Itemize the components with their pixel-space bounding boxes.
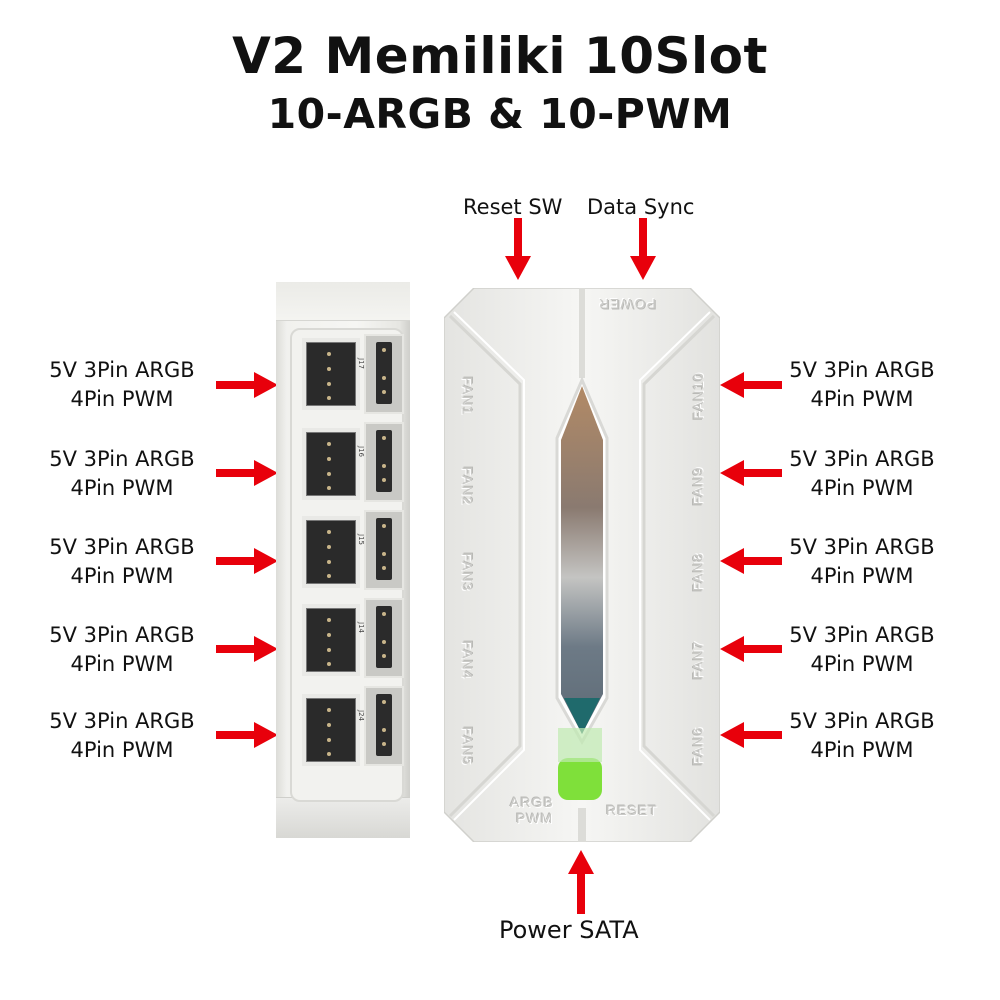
connector-label: J17	[357, 358, 365, 369]
fan-label-right: FAN9	[689, 466, 706, 506]
callout-right-4: 5V 3Pin ARGB 4Pin PWM	[762, 621, 962, 679]
callout-line-1: 5V 3Pin ARGB	[789, 623, 935, 647]
arrow-left-icon	[720, 636, 782, 662]
fan-label-right: FAN6	[689, 726, 706, 766]
callout-line-2: 4Pin PWM	[70, 652, 174, 676]
callout-line-2: 4Pin PWM	[810, 564, 914, 588]
callout-left-1: 5V 3Pin ARGB 4Pin PWM	[22, 356, 222, 414]
fan-port-4pin	[302, 338, 360, 410]
callout-line-1: 5V 3Pin ARGB	[789, 447, 935, 471]
hub-front-view: POWER FAN1 FAN2 FAN3 FAN4 FAN5 FAN10 FAN…	[444, 288, 720, 842]
argb-port-3pin: J14	[357, 598, 404, 678]
callout-line-2: 4Pin PWM	[810, 738, 914, 762]
argb-port-3pin: J24	[357, 686, 404, 766]
fan-label-right: FAN7	[689, 640, 706, 680]
fan-port-4pin	[302, 516, 360, 588]
arrow-left-icon	[720, 548, 782, 574]
arrow-right-icon	[216, 722, 278, 748]
fan-label-left: FAN3	[459, 552, 476, 592]
callout-right-5: 5V 3Pin ARGB 4Pin PWM	[762, 707, 962, 765]
connector-label: J14	[357, 622, 365, 633]
pwm-label: PWM	[516, 810, 554, 826]
data-sync-label: Data Sync	[587, 195, 695, 219]
side-bottom-cap	[276, 797, 410, 838]
arrow-right-icon	[216, 636, 278, 662]
title-line-2: 10-ARGB & 10-PWM	[267, 90, 733, 138]
argb-port-3pin: J15	[357, 510, 404, 590]
callout-left-2: 5V 3Pin ARGB 4Pin PWM	[22, 445, 222, 503]
connector-label: J24	[357, 710, 365, 721]
fan-label-left: FAN5	[459, 726, 476, 766]
power-sata-label: Power SATA	[499, 916, 639, 944]
hub-side-view: J17 J16 J15 J14 J24	[276, 282, 410, 838]
power-label: POWER	[598, 296, 656, 312]
callout-line-1: 5V 3Pin ARGB	[49, 535, 195, 559]
fan-label-left: FAN4	[459, 640, 476, 680]
fan-port-4pin	[302, 694, 360, 766]
callout-line-1: 5V 3Pin ARGB	[49, 623, 195, 647]
callout-right-2: 5V 3Pin ARGB 4Pin PWM	[762, 445, 962, 503]
side-top-cap	[276, 282, 410, 321]
callout-right-1: 5V 3Pin ARGB 4Pin PWM	[762, 356, 962, 414]
port-frame: J17 J16 J15 J14 J24	[290, 328, 404, 802]
hub-front-shape	[444, 288, 720, 842]
connector-label: J16	[357, 446, 365, 457]
callout-line-2: 4Pin PWM	[810, 652, 914, 676]
callout-right-3: 5V 3Pin ARGB 4Pin PWM	[762, 533, 962, 591]
argb-port-3pin: J17	[357, 334, 404, 414]
fan-label-right: FAN10	[689, 372, 706, 420]
callout-line-2: 4Pin PWM	[70, 476, 174, 500]
callout-line-2: 4Pin PWM	[70, 387, 174, 411]
callout-line-2: 4Pin PWM	[70, 738, 174, 762]
callout-line-1: 5V 3Pin ARGB	[789, 358, 935, 382]
arrow-left-icon	[720, 460, 782, 486]
arrow-left-icon	[720, 372, 782, 398]
callout-left-3: 5V 3Pin ARGB 4Pin PWM	[22, 533, 222, 591]
callout-line-1: 5V 3Pin ARGB	[789, 709, 935, 733]
callout-line-1: 5V 3Pin ARGB	[49, 447, 195, 471]
callout-left-5: 5V 3Pin ARGB 4Pin PWM	[22, 707, 222, 765]
data-sync-arrow-icon	[630, 218, 656, 280]
title-line-1: V2 Memiliki 10Slot	[232, 27, 768, 85]
connector-label: J15	[357, 534, 365, 545]
fan-port-4pin	[302, 428, 360, 500]
argb-port-3pin: J16	[357, 422, 404, 502]
reset-sw-arrow-icon	[505, 218, 531, 280]
callout-line-2: 4Pin PWM	[810, 387, 914, 411]
fan-label-left: FAN2	[459, 466, 476, 506]
callout-line-1: 5V 3Pin ARGB	[789, 535, 935, 559]
callout-line-1: 5V 3Pin ARGB	[49, 358, 195, 382]
reset-sw-label: Reset SW	[463, 195, 563, 219]
arrow-right-icon	[216, 548, 278, 574]
arrow-right-icon	[216, 460, 278, 486]
arrow-left-icon	[720, 722, 782, 748]
fan-label-left: FAN1	[459, 376, 476, 416]
callout-line-2: 4Pin PWM	[810, 476, 914, 500]
fan-label-right: FAN8	[689, 552, 706, 592]
callout-left-4: 5V 3Pin ARGB 4Pin PWM	[22, 621, 222, 679]
arrow-right-icon	[216, 372, 278, 398]
callout-line-1: 5V 3Pin ARGB	[49, 709, 195, 733]
fan-port-4pin	[302, 604, 360, 676]
power-sata-arrow-icon	[568, 850, 594, 914]
reset-label: RESET	[606, 802, 658, 818]
argb-label: ARGB	[510, 794, 554, 810]
callout-line-2: 4Pin PWM	[70, 564, 174, 588]
